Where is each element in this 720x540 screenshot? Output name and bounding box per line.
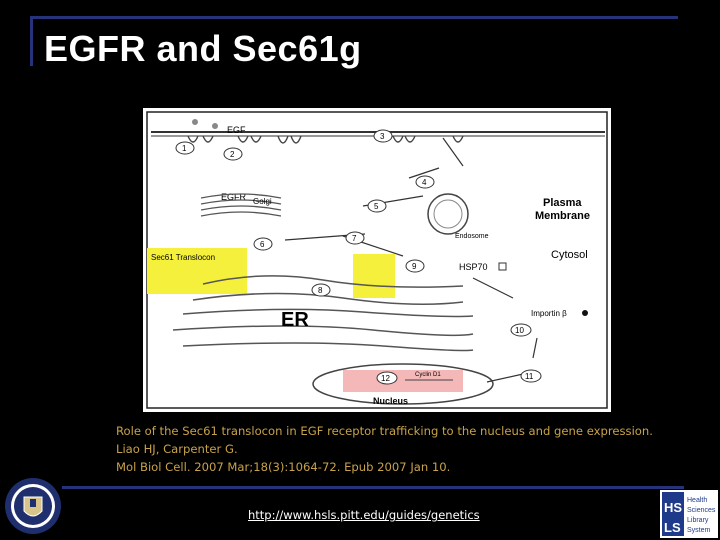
hsls-letters-top: HS (664, 500, 682, 515)
endosome-inner (433, 199, 463, 229)
title-frame-top (30, 16, 678, 19)
label-sec61: Sec61 Translocon (151, 253, 215, 262)
label-cytosol: Cytosol (551, 249, 588, 261)
label-endosome: Endosome (455, 233, 489, 240)
label-egf: EGF (227, 125, 246, 135)
sec61-highlight (147, 248, 247, 294)
egf-particle (212, 123, 218, 129)
receptors (187, 135, 464, 144)
importin-dot (582, 310, 588, 316)
label-er: ER (281, 309, 309, 331)
step-label: 8 (318, 286, 323, 295)
diagram-figure: EGF EGFR Golgi Endosome Plasma Membrane … (143, 108, 611, 412)
step-label: 12 (381, 374, 390, 383)
diagram-svg: EGF EGFR Golgi Endosome Plasma Membrane … (146, 111, 608, 409)
step-label: 11 (525, 372, 534, 381)
hsls-word: System (687, 527, 711, 534)
label-egfr: EGFR (221, 192, 247, 202)
step-marker: 10 (510, 323, 532, 337)
hsls-word: Library (687, 517, 709, 524)
step-label: 9 (412, 262, 417, 271)
translocon-highlight (353, 254, 395, 298)
step-label: 7 (352, 234, 357, 243)
slide-title: EGFR and Sec61g (44, 28, 362, 69)
golgi-stack (200, 193, 282, 217)
caption-line: Mol Biol Cell. 2007 Mar;18(3):1064-72. E… (116, 460, 451, 474)
egf-particle (192, 119, 198, 125)
title-frame-left (30, 16, 33, 66)
label-nucleus: Nucleus (373, 396, 408, 406)
hsls-logo: HS LS Health Sciences Library System (660, 490, 718, 538)
label-membrane: Membrane (535, 210, 590, 222)
university-seal-icon (5, 478, 61, 534)
step-marker: 1 (175, 141, 195, 155)
caption-line: Liao HJ, Carpenter G. (116, 442, 238, 456)
step-marker: 5 (367, 199, 387, 213)
step-marker: 4 (415, 175, 435, 189)
step-label: 10 (515, 326, 524, 335)
step-marker: 8 (311, 283, 331, 297)
hsls-word: Sciences (687, 507, 716, 514)
nucleus-highlight (343, 370, 463, 392)
step-marker: 12 (376, 371, 398, 385)
step-label: 2 (230, 150, 235, 159)
label-plasma: Plasma (543, 197, 582, 209)
step-label: 1 (182, 144, 187, 153)
trafficking-arrows (284, 137, 538, 383)
er-membrane (172, 275, 474, 352)
footer-divider (62, 486, 684, 489)
step-marker: 9 (405, 259, 425, 273)
step-label: 4 (422, 178, 427, 187)
step-marker: 6 (253, 237, 273, 251)
step-marker: 2 (223, 147, 243, 161)
guide-link[interactable]: http://www.hsls.pitt.edu/guides/genetics (248, 508, 480, 522)
label-hsp70: HSP70 (459, 262, 488, 272)
hsls-word: Health (687, 497, 707, 504)
step-marker: 11 (520, 369, 542, 383)
label-importin: Importin β (531, 309, 567, 318)
label-cyclin: Cyclin D1 (415, 372, 441, 378)
step-marker: 3 (373, 129, 393, 143)
figure-caption: Role of the Sec61 translocon in EGF rece… (116, 422, 696, 476)
step-markers: 1 2 3 4 5 6 7 8 9 10 11 12 (175, 129, 542, 385)
hsp70-box (498, 262, 507, 271)
step-label: 5 (374, 202, 379, 211)
caption-line: Role of the Sec61 translocon in EGF rece… (116, 424, 653, 438)
hsls-letters-bottom: LS (664, 520, 681, 535)
step-marker: 7 (345, 231, 365, 245)
label-golgi: Golgi (253, 197, 272, 206)
step-label: 6 (260, 240, 265, 249)
step-label: 3 (380, 132, 385, 141)
